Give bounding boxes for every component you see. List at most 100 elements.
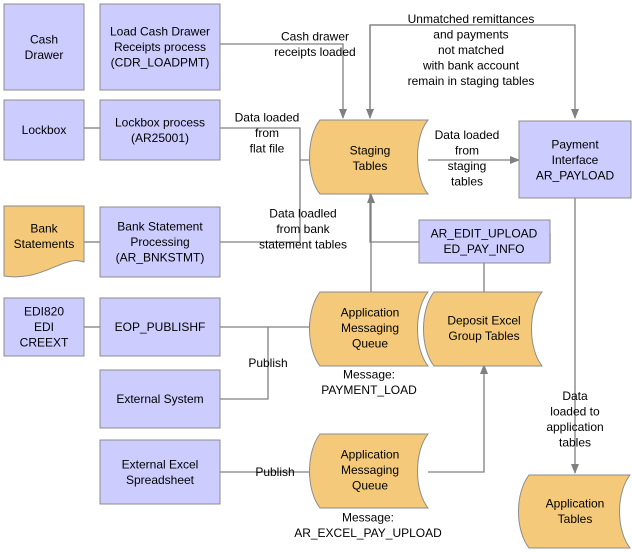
text-line: Cash drawer: [281, 29, 349, 43]
message-payment-load-label: Message: PAYMENT_LOAD: [321, 367, 417, 397]
text-line: flat file: [250, 142, 285, 156]
edge-labels: Cash drawer receipts loaded Unmatched rem…: [235, 12, 604, 540]
text-line: tables: [559, 435, 591, 449]
text-line: Spreadsheet: [126, 473, 195, 487]
text-line: Messaging: [341, 463, 399, 477]
text-line: tables: [451, 174, 483, 188]
edge-external-to-queue: [220, 327, 269, 400]
cash-drawer-receipts-loaded-label: Cash drawer receipts loaded: [274, 29, 355, 59]
message-ar-excel-pay-upload-label: Message: AR_EXCEL_PAY_UPLOAD: [294, 510, 442, 540]
text-line: Receipts process: [114, 40, 206, 54]
edge-edit-to-staging: [369, 194, 419, 243]
text-line: Data loaded: [235, 111, 300, 125]
text-line: from: [455, 143, 479, 157]
text-line: statement tables: [259, 238, 347, 252]
text-line: Data: [562, 389, 588, 403]
text-line: and payments: [433, 28, 508, 42]
text-line: Data loadled: [269, 207, 336, 221]
edge-lockbox-to-staging: [220, 127, 319, 164]
text-line: Staging: [350, 143, 391, 157]
text-line: receipts loaded: [274, 45, 355, 59]
text-line: Queue: [352, 479, 388, 493]
text-line: Statements: [14, 237, 75, 251]
text-line: Cash: [30, 32, 58, 46]
text-line: Bank: [30, 221, 58, 235]
text-line: Processing: [130, 235, 189, 249]
text-line: (AR_BNKSTMT): [116, 251, 205, 265]
text-line: EOP_PUBLISHF: [115, 320, 206, 334]
text-line: not matched: [438, 43, 504, 57]
text-line: Message:: [343, 367, 395, 381]
text-line: Lockbox: [22, 123, 67, 137]
text-line: remain in staging tables: [408, 74, 535, 88]
text-line: Publish: [255, 465, 294, 479]
text-line: Application: [546, 496, 605, 510]
lockbox-label: Lockbox: [22, 123, 67, 137]
edge-unmatched-to-staging: [366, 24, 475, 119]
eop-publishf-box: EOP_PUBLISHF: [99, 297, 221, 357]
text-line: (CDR_LOADPMT): [111, 56, 210, 70]
external-system-box: External System: [99, 369, 221, 429]
text-line: Messaging: [341, 321, 399, 335]
lockbox-process-box: Lockbox process (AR25001): [99, 99, 221, 161]
publish-label-1: Publish: [248, 356, 287, 370]
text-line: EDI: [34, 320, 54, 334]
edge-bank-to-staging: [220, 160, 301, 243]
eop-publishf-label: EOP_PUBLISHF: [115, 320, 206, 334]
lockbox-box: Lockbox: [3, 99, 85, 161]
text-line: Queue: [352, 337, 388, 351]
text-line: Tables: [558, 512, 593, 526]
text-line: from: [255, 126, 279, 140]
text-line: PAYMENT_LOAD: [321, 383, 417, 397]
lockbox-process-label: Lockbox process (AR25001): [115, 115, 205, 145]
text-line: with bank account: [422, 59, 520, 73]
text-line: application: [546, 420, 603, 434]
text-line: AR_EDIT_UPLOAD: [431, 226, 538, 240]
text-line: Application: [341, 306, 400, 320]
text-line: (AR25001): [131, 131, 189, 145]
text-line: Bank Statement: [117, 220, 203, 234]
text-line: Publish: [248, 356, 287, 370]
text-line: AR_EXCEL_PAY_UPLOAD: [294, 526, 442, 540]
text-line: Deposit Excel: [447, 313, 520, 327]
text-line: Drawer: [25, 48, 64, 62]
text-line: Data loaded: [435, 128, 500, 142]
edge-queue2-to-deposit: [428, 364, 488, 473]
text-line: AR_PAYLOAD: [536, 169, 615, 183]
text-line: Application: [341, 448, 400, 462]
text-line: Message:: [342, 510, 394, 524]
publish-label-2: Publish: [255, 465, 294, 479]
text-line: External Excel: [122, 457, 199, 471]
text-line: Lockbox process: [115, 115, 205, 129]
text-line: Load Cash Drawer: [110, 25, 210, 39]
text-line: from bank: [276, 222, 330, 236]
edge-cdr-to-staging: [220, 43, 347, 119]
